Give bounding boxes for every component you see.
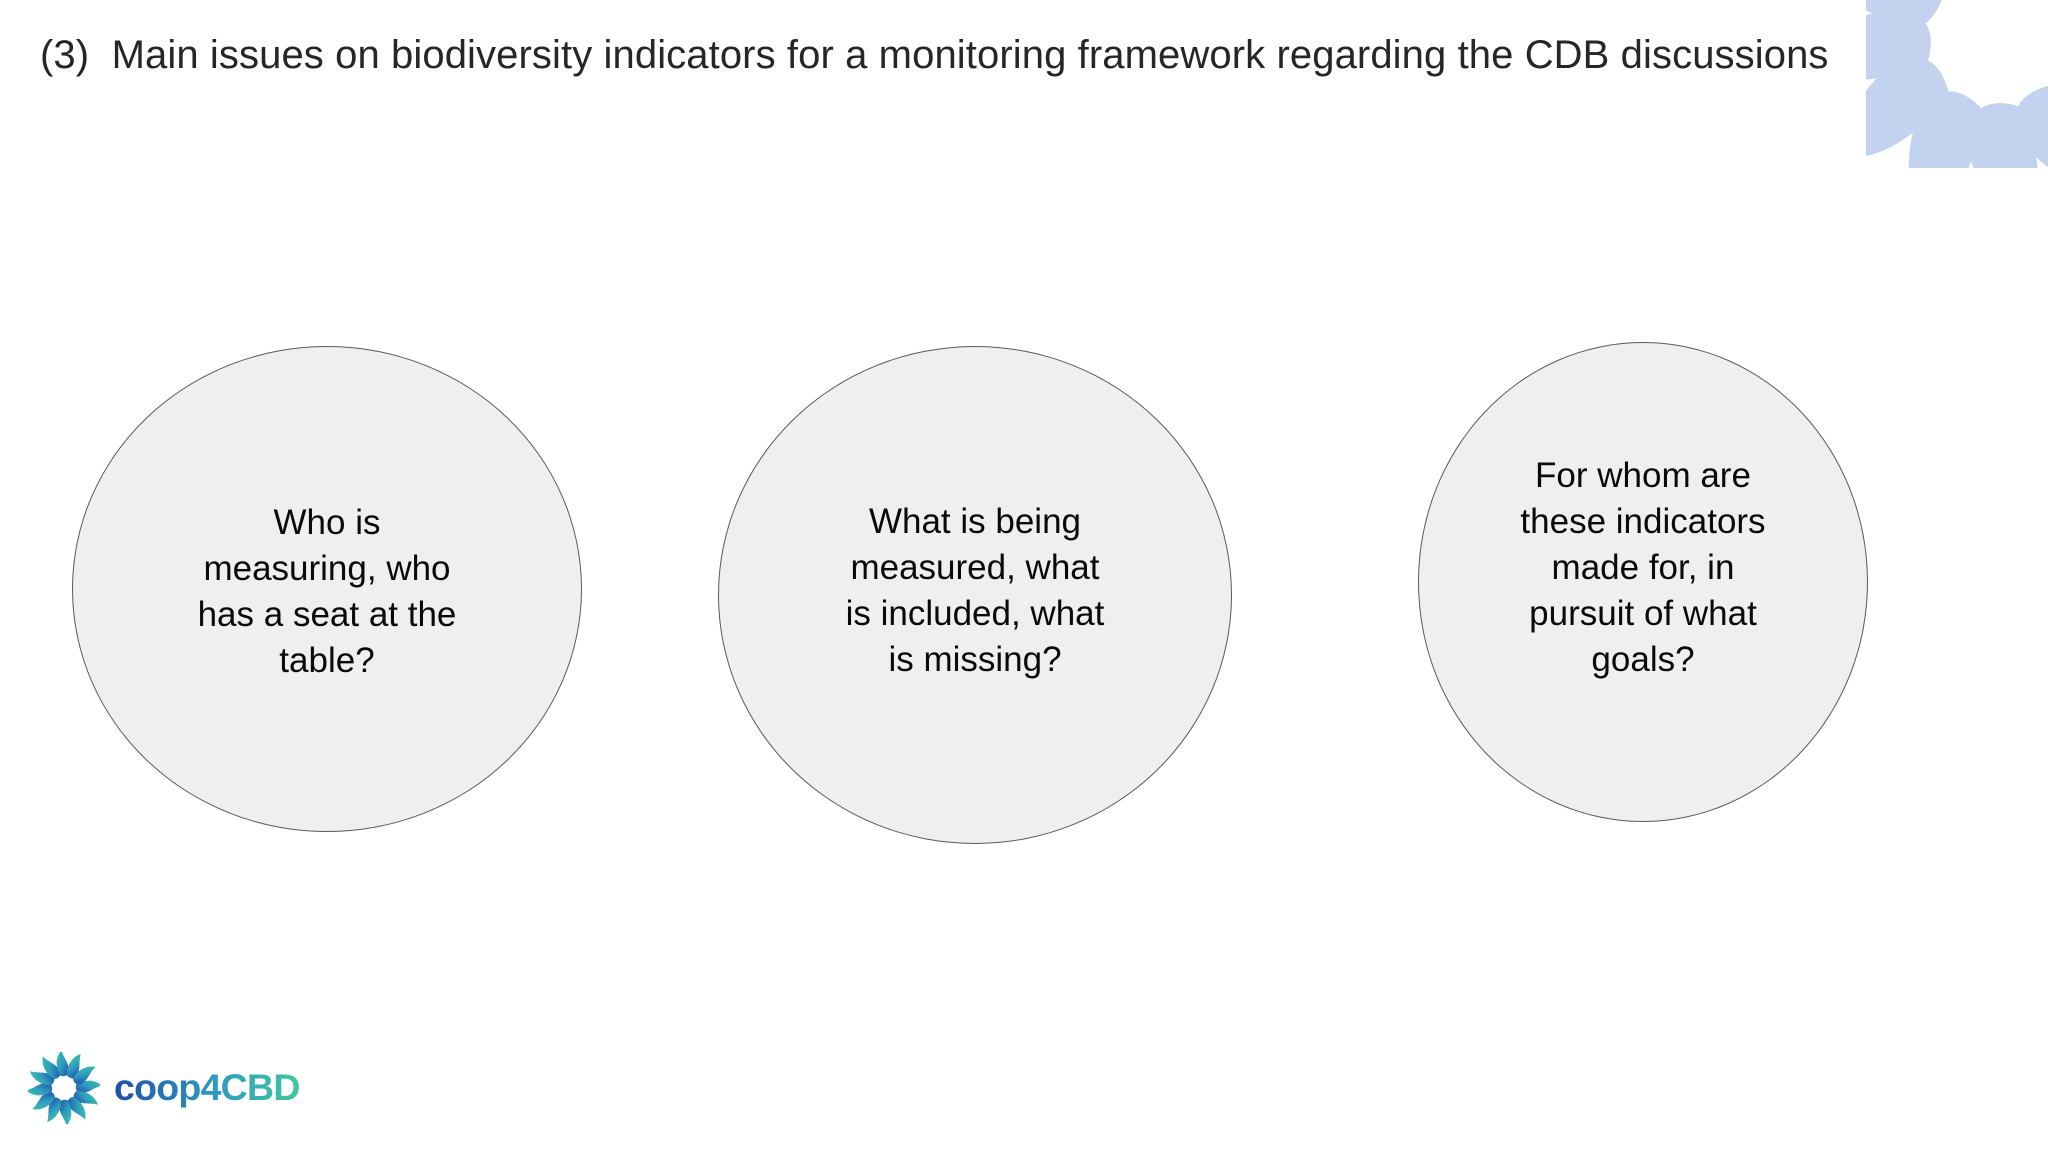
concept-circle-what-is-measured: What is being measured, what is included… [718, 346, 1232, 844]
coop4cbd-pinwheel-icon [28, 1052, 100, 1124]
coop4cbd-logo: coop4CBD [28, 1052, 339, 1124]
pinwheel-leaves-decoration-icon [1866, 0, 2048, 168]
concept-circle-label: What is being measured, what is included… [845, 501, 1105, 680]
concept-circle-label: For whom are these indicators made for, … [1520, 455, 1766, 680]
coop4cbd-wordmark: coop4CBD [114, 1066, 300, 1108]
concept-circle-who-is-measuring: Who is measuring, who has a seat at the … [72, 346, 582, 832]
concept-circle-label: Who is measuring, who has a seat at the … [197, 502, 457, 681]
page-title: (3) Main issues on biodiversity indicato… [40, 33, 1829, 77]
concept-circle-for-whom: For whom are these indicators made for, … [1418, 342, 1868, 822]
coop4cbd-wordmark-text: coop4CBD [114, 1066, 300, 1108]
